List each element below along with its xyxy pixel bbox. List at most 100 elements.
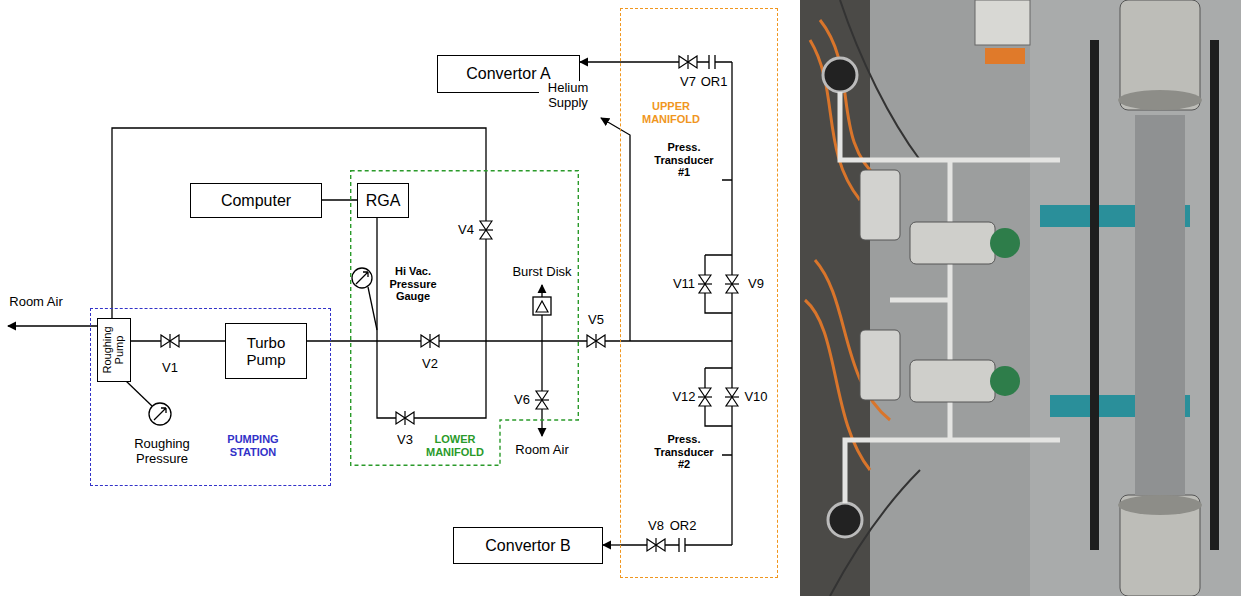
valve-symbol [698, 388, 712, 406]
pipe-line [722, 180, 732, 455]
valve-label: V9 [747, 277, 765, 292]
apparatus-photo [1118, 90, 1202, 110]
flow-arrow [541, 341, 542, 436]
manifold-region: LOWER MANIFOLD RGA [350, 170, 579, 466]
flow-arrow [541, 285, 542, 297]
apparatus-photo [1135, 115, 1185, 495]
valve-label: V7 [679, 75, 697, 90]
apparatus-photo [985, 48, 1025, 64]
valve-label: V5 [587, 313, 605, 328]
box-label: RGA [366, 191, 401, 209]
pipe-line [112, 128, 486, 418]
pipe-line [620, 544, 732, 545]
supply-label: Helium Supply [539, 81, 597, 111]
valve-symbol [161, 334, 179, 348]
valve-label: V2 [421, 357, 439, 372]
pump-box: Turbo Pump [225, 323, 307, 379]
valve-label: V10 [743, 390, 768, 405]
computer-box: Computer [190, 183, 322, 218]
valve-label: V12 [671, 390, 696, 405]
pipe-connector [580, 61, 620, 62]
apparatus-photo [1030, 0, 1241, 596]
pressure-gauge-symbol [149, 268, 372, 425]
valve-symbol [679, 55, 697, 69]
apparatus-photo [860, 330, 900, 400]
transducer-label: Press. Transducer #1 [651, 141, 717, 179]
orifice-label: OR2 [669, 519, 698, 534]
orifice-label: OR1 [700, 75, 729, 90]
burst-disk-label: Burst Disk [511, 265, 572, 280]
gauge-label: Hi Vac. Pressure Gauge [384, 265, 442, 303]
apparatus-photo [910, 360, 995, 402]
pressure-gauge-symbol [356, 272, 368, 284]
pressure-gauge-symbol [154, 408, 166, 420]
apparatus-photo [800, 0, 1241, 596]
pipe-line [126, 381, 152, 406]
pressure-gauge-symbol [352, 268, 372, 288]
box-label: Computer [221, 191, 291, 209]
box-label: Roughing Pump [102, 321, 125, 379]
pumping-station-region: PUMPING STATION Roughing Pump Turbo Pump [90, 308, 331, 486]
apparatus-photo [910, 222, 995, 264]
valve-symbol [396, 411, 414, 425]
pipe-connector [603, 544, 620, 545]
apparatus-photo [1090, 40, 1099, 550]
manifold-region: UPPER MANIFOLD [620, 8, 778, 578]
apparatus-photo [823, 58, 857, 92]
rga-box: RGA [357, 183, 409, 218]
valve-symbol [587, 334, 605, 348]
valve-symbol [535, 391, 549, 409]
pipe-line [306, 340, 732, 341]
orifice-symbol [679, 538, 685, 552]
gauge-label: Roughing Pressure [129, 437, 195, 467]
pressure-gauge-symbol [149, 403, 171, 425]
apparatus-photo [800, 0, 1241, 596]
apparatus-photo [975, 0, 1030, 45]
flow-arrow [601, 118, 630, 341]
valve-symbol [161, 55, 739, 552]
region-label: UPPER MANIFOLD [640, 100, 702, 125]
apparatus-photo [828, 503, 862, 537]
valve-symbol [725, 388, 739, 406]
pump-box: Roughing Pump [97, 318, 131, 382]
valve-label: V4 [457, 223, 475, 238]
pipe-line [112, 62, 732, 545]
pipe-line [541, 315, 542, 341]
valve-symbol [647, 538, 665, 552]
pipe-line [731, 62, 732, 545]
transducer-label: Press. Transducer #2 [651, 433, 717, 471]
valve-label: V8 [647, 519, 665, 534]
apparatus-photo [840, 92, 1060, 503]
valve-symbol [421, 334, 439, 348]
region-label: PUMPING STATION [222, 433, 284, 458]
region-outline [351, 171, 579, 466]
apparatus-photo [990, 228, 1020, 258]
vent-label: Room Air [8, 295, 63, 310]
box-label: Convertor B [485, 536, 570, 554]
valve-symbol [479, 221, 493, 239]
apparatus-photo [860, 170, 900, 240]
pipe-connector [322, 199, 357, 200]
burst-disk-symbol [533, 297, 551, 315]
valve-label: V3 [396, 433, 414, 448]
apparatus-photo [1210, 40, 1219, 550]
flow-arrow [8, 325, 97, 326]
valve-label: V1 [161, 361, 179, 376]
region-label: LOWER MANIFOLD [424, 433, 486, 458]
orifice-symbol [709, 55, 715, 69]
box-label: Turbo Pump [235, 334, 297, 369]
valve-label: V6 [513, 393, 531, 408]
burst-disk-symbol [533, 297, 551, 315]
orifice-symbol [679, 55, 715, 552]
valve-symbol [698, 275, 712, 293]
valve-label: V11 [672, 277, 696, 292]
apparatus-photo [1118, 495, 1202, 515]
convertor-box: Convertor B [453, 527, 603, 564]
apparatus-photo [990, 366, 1020, 396]
valve-symbol [725, 275, 739, 293]
vent-label: Room Air [514, 443, 569, 458]
pipe-line [368, 287, 377, 330]
burst-disk-symbol [536, 301, 548, 312]
flow-arrow [8, 118, 630, 436]
